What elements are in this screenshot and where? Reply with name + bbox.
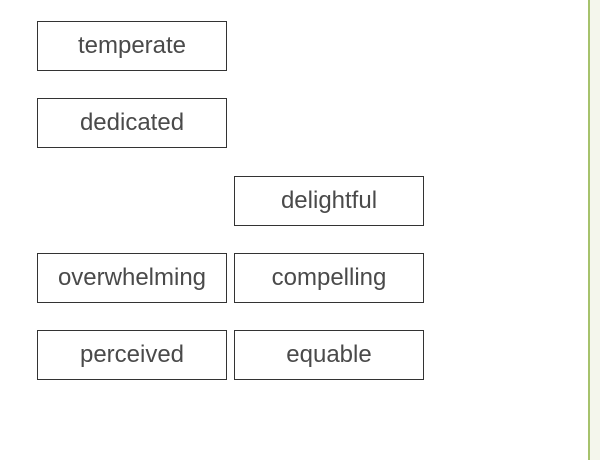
word-tile-perceived[interactable]: perceived — [37, 330, 227, 380]
word-tile-overwhelming[interactable]: overwhelming — [37, 253, 227, 303]
word-tile-dedicated[interactable]: dedicated — [37, 98, 227, 148]
word-tile-equable[interactable]: equable — [234, 330, 424, 380]
word-tile-compelling[interactable]: compelling — [234, 253, 424, 303]
word-tile-temperate[interactable]: temperate — [37, 21, 227, 71]
right-edge-divider — [588, 0, 600, 460]
word-tile-delightful[interactable]: delightful — [234, 176, 424, 226]
